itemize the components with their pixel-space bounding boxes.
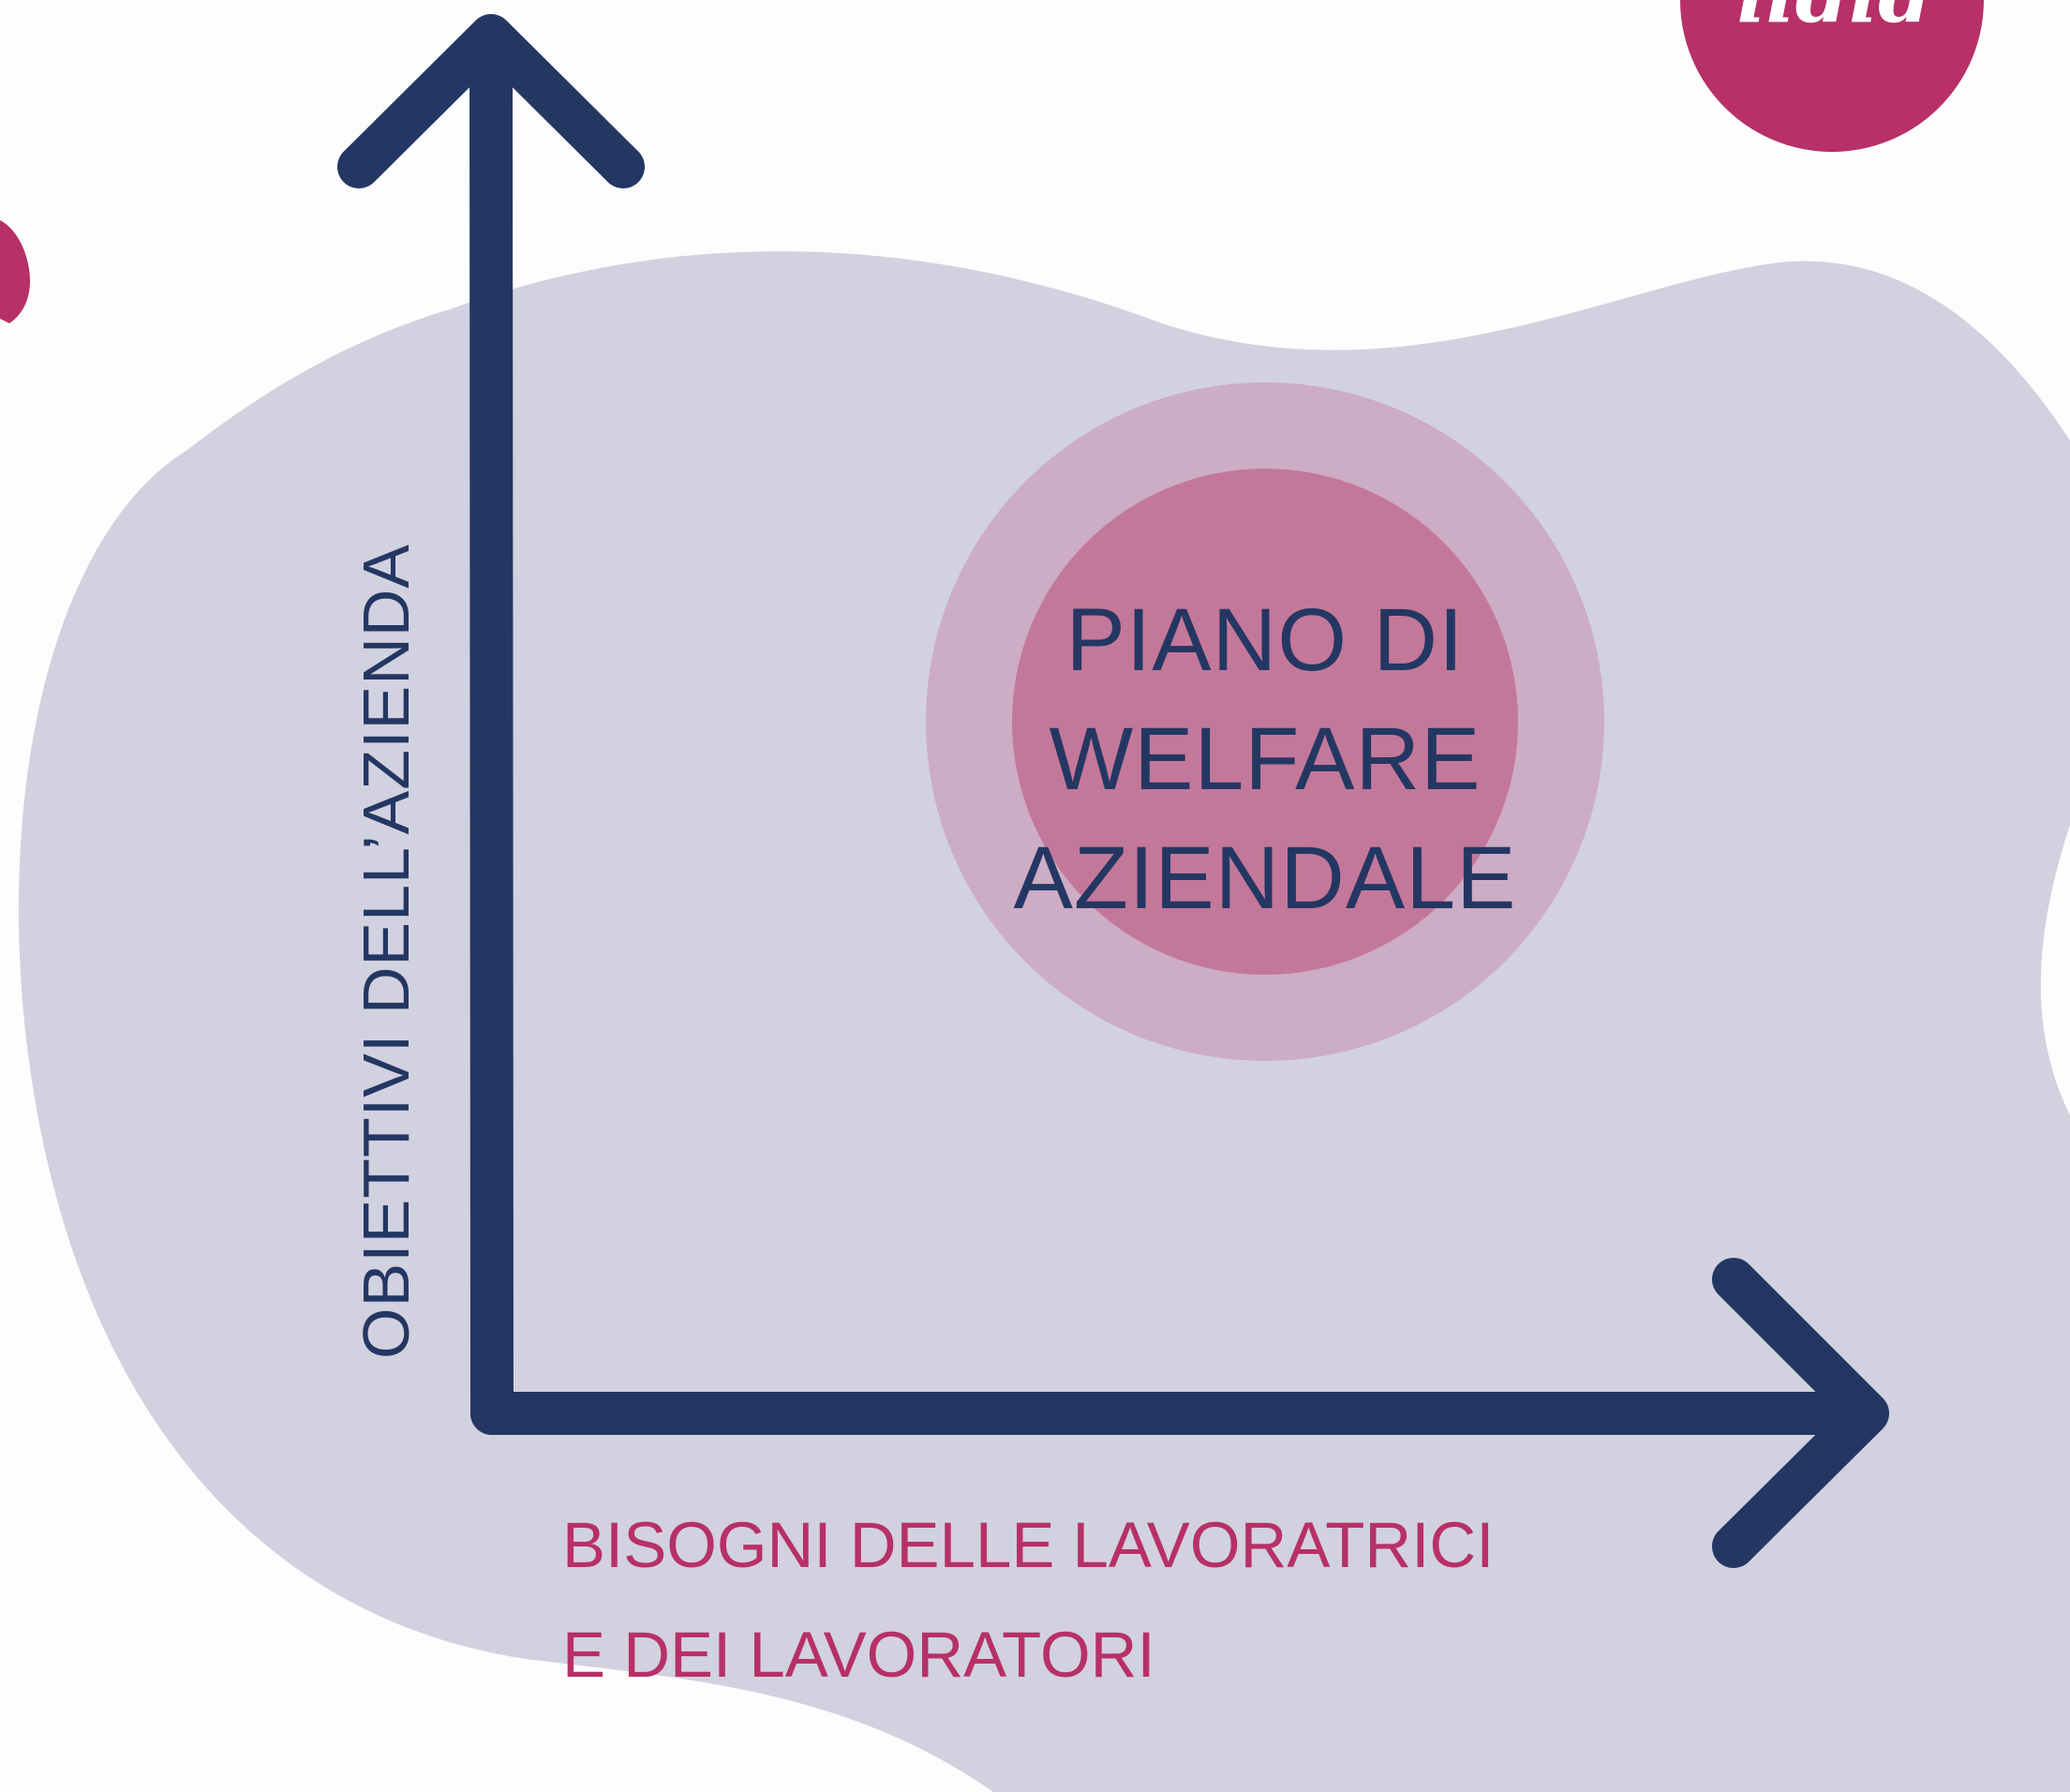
- center-label-line-2: WELFARE: [1049, 709, 1482, 809]
- center-label-line-3: AZIENDALE: [1013, 829, 1517, 928]
- left-edge-accent-shape: [0, 220, 30, 323]
- center-label-line-1: PIANO DI: [1065, 590, 1465, 690]
- x-axis-label-line-1: BISOGNI DELLE LAVORATRICI: [562, 1509, 1495, 1581]
- logo-badge-icon: [1680, 0, 1984, 152]
- logo-text: iidid: [1710, 0, 1958, 34]
- x-axis-label: BISOGNI DELLE LAVORATRICI E DEI LAVORATO…: [562, 1490, 1494, 1710]
- y-axis-arrowhead-icon: [337, 14, 645, 188]
- y-axis-line: [469, 21, 514, 1435]
- axes: [337, 14, 1889, 1568]
- x-axis-label-line-2: E DEI LAVORATORI: [562, 1619, 1155, 1691]
- x-axis-arrowhead-icon: [1712, 1258, 1889, 1568]
- y-axis-label: OBIETTIVI DELL’AZIENDA: [350, 544, 423, 1359]
- inner-circle: [1012, 469, 1518, 975]
- center-label: PIANO DI WELFARE AZIENDALE: [975, 581, 1556, 938]
